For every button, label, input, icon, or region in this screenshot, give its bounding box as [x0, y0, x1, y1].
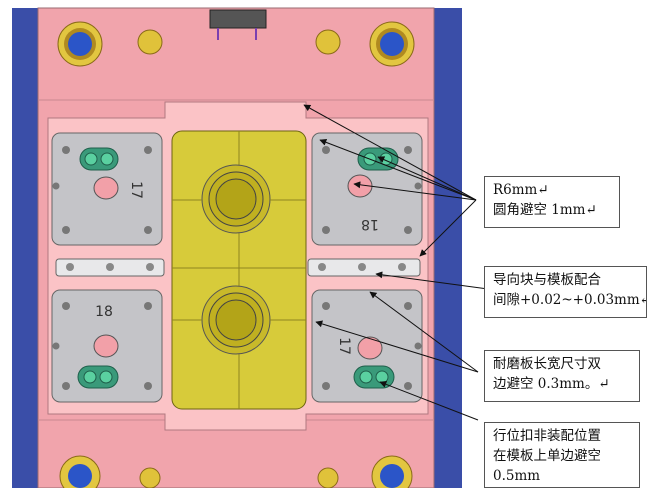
callout-line: 导向块与模板配合	[493, 272, 601, 288]
callout-line: 边避空 0.3mm。↵	[493, 376, 610, 392]
guide-bushing	[59, 455, 101, 488]
dowel-hole	[137, 29, 163, 55]
callout-line: 间隙+0.02~+0.03mm↵	[493, 292, 647, 308]
guide-bushing	[371, 455, 413, 488]
wear-plate-bottom-left: 18	[51, 289, 163, 403]
dowel-hole	[315, 29, 341, 55]
dowel-hole	[139, 467, 161, 488]
right-side-strip	[432, 8, 462, 488]
callout-line: 行位扣非装配位置	[493, 428, 601, 444]
callout-wear-plate: 耐磨板长宽尺寸双 边避空 0.3mm。↵	[484, 350, 640, 402]
slide-core	[171, 130, 307, 410]
leader-lines	[303, 104, 489, 421]
plate-number: 18	[95, 304, 113, 320]
callout-line: 在模板上单边避空	[493, 448, 601, 464]
left-side-strip	[12, 8, 40, 488]
callout-line: 圆角避空 1mm↵	[493, 202, 597, 218]
guide-bushing	[57, 21, 103, 67]
plate-number: 18	[361, 216, 379, 232]
wear-plate-bottom-right: 17	[311, 289, 423, 403]
callout-line: 0.5mm	[493, 468, 541, 484]
top-connector	[209, 9, 267, 29]
plate-number: 17	[336, 337, 352, 355]
wear-plate-top-left: 17	[51, 132, 163, 246]
guide-bushing	[369, 21, 415, 67]
wear-plate-top-right: 18	[311, 132, 423, 246]
callout-radius: R6mm↵ 圆角避空 1mm↵	[484, 176, 620, 228]
plate-number: 17	[128, 181, 144, 199]
callout-line: R6mm↵	[493, 182, 549, 198]
guide-block-left	[55, 258, 165, 277]
callout-slide-clearance: 行位扣非装配位置 在模板上单边避空 0.5mm	[484, 422, 640, 488]
callout-line: 耐磨板长宽尺寸双	[493, 356, 601, 372]
callout-guide-clearance: 导向块与模板配合 间隙+0.02~+0.03mm↵	[484, 266, 647, 318]
guide-block-right	[307, 258, 421, 277]
dowel-hole	[317, 467, 339, 488]
